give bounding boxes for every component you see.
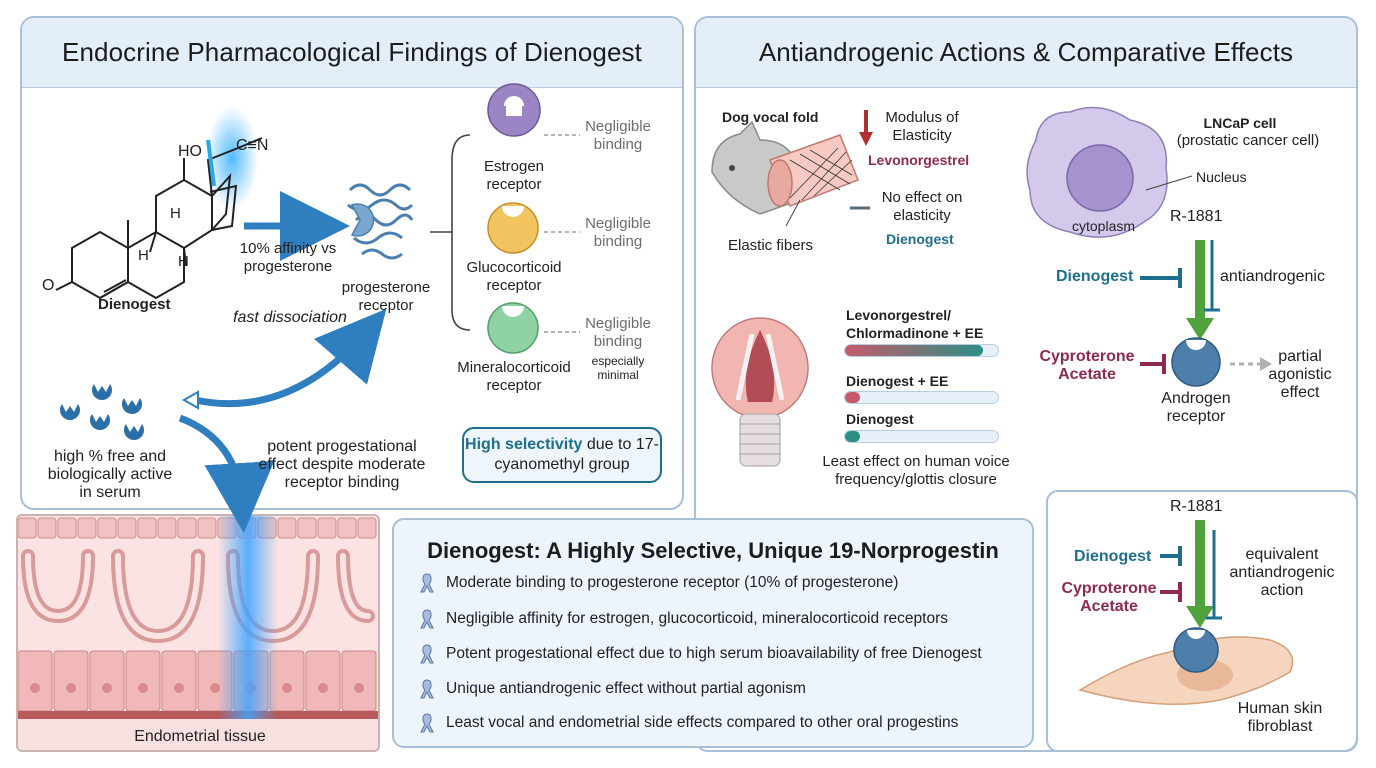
voice-bar-fill-0 xyxy=(845,345,983,356)
mineralocorticoid-receptor-label: Mineralocorticoid receptor xyxy=(457,359,571,394)
glucocorticoid-receptor-icon xyxy=(487,202,539,254)
voice-bar-label-1: Dienogest + EE xyxy=(846,373,949,389)
lncap-title: LNCaP cell xyxy=(1203,115,1277,131)
molecule-h2: H xyxy=(170,205,181,222)
free-serum-label: high % free and biologically active in s… xyxy=(47,448,173,501)
glucocorticoid-receptor-label: Glucocorticoid receptor xyxy=(466,259,562,294)
free-dienogest-icon xyxy=(60,384,144,440)
fast-dissociation-arrow-icon xyxy=(194,308,387,408)
molecule-h1: H xyxy=(138,247,149,264)
voice-bar-fill-1 xyxy=(845,392,861,403)
lncap-subtitle: (prostatic cancer cell) xyxy=(1176,132,1320,149)
fast-dissociation-label: fast dissociation xyxy=(233,309,347,326)
fibro-androgen-receptor-icon xyxy=(1173,627,1219,673)
no-effect-label: No effect on elasticity xyxy=(881,189,963,224)
left-panel: Endocrine Pharmacological Findings of Di… xyxy=(20,16,684,510)
selectivity-box: High selectivity due to 17-cyanomethyl g… xyxy=(462,427,662,483)
vocal-fold-tube-icon xyxy=(767,134,859,207)
androgen-receptor-label: Androgen receptor xyxy=(1161,390,1231,425)
right-panel-header: Antiandrogenic Actions & Comparative Eff… xyxy=(696,18,1356,88)
estrogen-receptor-icon xyxy=(487,83,541,137)
fibro-dienogest-label: Dienogest xyxy=(1074,548,1152,565)
ribbon-icon xyxy=(420,573,434,593)
voice-caption: Least effect on human voice frequency/gl… xyxy=(822,453,1010,488)
molecule-name: Dienogest xyxy=(98,296,171,313)
glucocorticoid-binding-label: Negligible binding xyxy=(585,215,651,250)
endometrial-tissue-illustration: Endometrial tissue xyxy=(16,514,380,752)
summary-item: Unique antiandrogenic effect without par… xyxy=(416,678,806,700)
summary-item: Least vocal and endometrial side effects… xyxy=(416,712,958,734)
androgen-receptor-icon xyxy=(1171,337,1221,387)
antiandrogenic-label: antiandrogenic xyxy=(1220,268,1325,285)
dienogest-molecule-icon xyxy=(55,106,263,300)
molecule-h3: H xyxy=(178,253,189,270)
ribbon-icon xyxy=(420,609,434,629)
left-panel-title: Endocrine Pharmacological Findings of Di… xyxy=(62,37,642,67)
voice-bar-0 xyxy=(844,344,999,357)
equivalent-label: equivalent antiandrogenic action xyxy=(1229,546,1335,599)
summary-item: Potent progestational effect due to high… xyxy=(416,643,982,665)
tissue-arrow-icon xyxy=(178,414,275,533)
dog-title: Dog vocal fold xyxy=(722,109,819,125)
mineralocorticoid-binding-label: Negligible binding xyxy=(585,315,651,350)
selectivity-highlight: High selectivity xyxy=(465,436,583,453)
mineralocorticoid-note: especially minimal xyxy=(591,354,645,382)
dog-dienogest-label: Dienogest xyxy=(886,231,954,247)
summary-item: Negligible affinity for estrogen, glucoc… xyxy=(416,608,948,630)
voice-bar-fill-2 xyxy=(845,431,861,442)
dienogest-inhibit-icon xyxy=(1140,268,1182,288)
modulus-label: Modulus of Elasticity xyxy=(885,109,959,144)
mineralocorticoid-receptor-icon xyxy=(487,302,539,354)
ribbon-icon xyxy=(420,679,434,699)
lncap-dienogest-label: Dienogest xyxy=(1056,268,1134,285)
down-arrow-icon xyxy=(859,132,873,146)
lncap-r1881-label: R-1881 xyxy=(1170,208,1223,225)
bracket-icon xyxy=(430,134,471,331)
voice-bar-1 xyxy=(844,391,999,404)
summary-title: Dienogest: A Highly Selective, Unique 19… xyxy=(427,538,999,563)
right-panel-title: Antiandrogenic Actions & Comparative Eff… xyxy=(758,37,1294,67)
molecule-o: O xyxy=(42,277,54,294)
elastic-fibers-label: Elastic fibers xyxy=(728,237,814,254)
summary-box: Dienogest: A Highly Selective, Unique 19… xyxy=(392,518,1034,748)
molecule-cn: C≡N xyxy=(236,137,268,154)
nucleus-label: Nucleus xyxy=(1196,169,1247,185)
voice-bar-2 xyxy=(844,430,999,443)
lncap-cyproterone-label: Cyproterone Acetate xyxy=(1039,348,1135,383)
fibro-dienogest-inhibit-icon xyxy=(1160,546,1182,566)
levonorgestrel-label: Levonorgestrel xyxy=(868,152,970,168)
fibro-cyproterone-label: Cyproterone Acetate xyxy=(1061,580,1157,615)
lncap-cell-icon xyxy=(1026,106,1168,238)
fibroblast-box xyxy=(1046,490,1358,752)
affinity-label: 10% affinity vs progesterone xyxy=(239,240,337,275)
progesterone-receptor-label: progesterone receptor xyxy=(341,279,431,314)
left-panel-header: Endocrine Pharmacological Findings of Di… xyxy=(22,18,682,88)
tissue-label: Endometrial tissue xyxy=(134,728,266,745)
ribbon-icon xyxy=(420,713,434,733)
selectivity-rest: due to 17-cyanomethyl group xyxy=(494,436,659,473)
fibro-r1881-label: R-1881 xyxy=(1170,498,1223,515)
voice-bar-label-0: Levonorgestrel/ Chlormadinone + EE xyxy=(846,307,984,341)
larynx-icon xyxy=(711,317,809,467)
cyproterone-inhibit-icon xyxy=(1140,354,1166,374)
potent-effect-label: potent progestational effect despite mod… xyxy=(258,438,426,491)
voice-bar-label-2: Dienogest xyxy=(846,411,914,427)
molecule-ho: HO xyxy=(178,143,202,160)
cytoplasm-label: cytoplasm xyxy=(1072,218,1136,234)
estrogen-binding-label: Negligible binding xyxy=(585,118,651,153)
summary-item: Moderate binding to progesterone recepto… xyxy=(416,572,898,594)
protein-icon xyxy=(347,183,414,260)
endometrium-icon: Endometrial tissue xyxy=(18,516,378,750)
fibro-cyproterone-inhibit-icon xyxy=(1160,582,1182,602)
fibroblast-label: Human skin fibroblast xyxy=(1237,700,1323,735)
ribbon-icon xyxy=(420,644,434,664)
estrogen-receptor-label: Estrogen receptor xyxy=(483,158,545,193)
partial-agonistic-label: partial agonistic effect xyxy=(1268,348,1332,401)
